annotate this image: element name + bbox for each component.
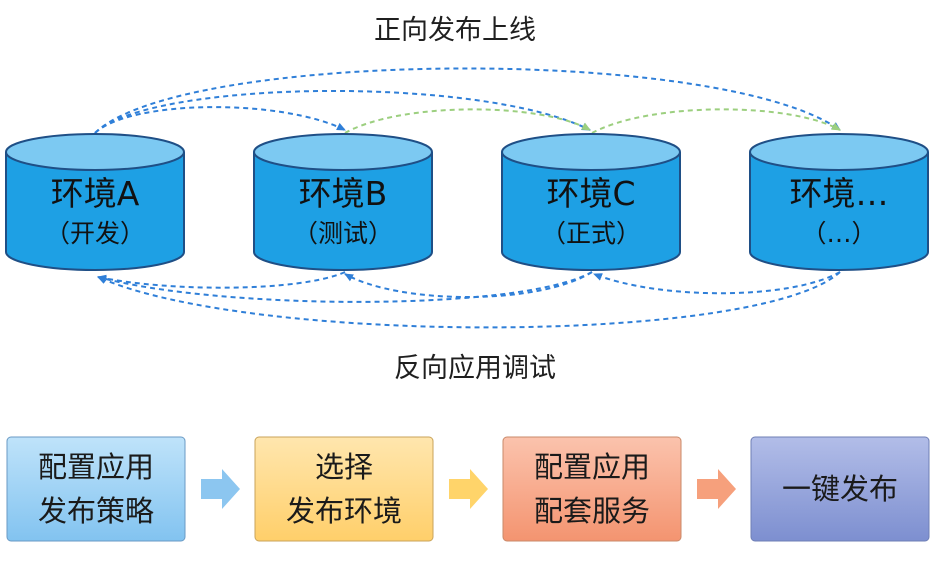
forward-arrow-a-to-b xyxy=(94,106,346,134)
step-configure-services: 配置应用 配套服务 xyxy=(503,437,681,541)
reverse-arrow-n-to-c xyxy=(593,271,841,295)
step-one-click-publish: 一键发布 xyxy=(751,437,929,541)
step-configure-strategy: 配置应用 发布策略 xyxy=(7,437,185,541)
forward-arrows xyxy=(94,67,841,134)
step-box-3 xyxy=(502,436,682,542)
reverse-arrows xyxy=(97,271,841,329)
step-4-line-1: 一键发布 xyxy=(781,472,898,506)
step-2-line-1: 选择 xyxy=(314,450,373,484)
cylinder-env-a xyxy=(5,133,185,271)
step-2-line-2: 发布环境 xyxy=(285,494,402,528)
block-arrow-1 xyxy=(201,469,240,509)
reverse-arrow-b-to-a xyxy=(97,271,346,289)
cylinder-env-more xyxy=(749,133,929,271)
step-box-2 xyxy=(254,436,434,542)
step-1-line-2: 发布策略 xyxy=(37,494,154,528)
step-3-line-1: 配置应用 xyxy=(533,450,650,484)
reverse-debug-label: 反向应用调试 xyxy=(394,353,556,384)
forward-arrow-a-to-n xyxy=(94,67,841,134)
step-1-line-1: 配置应用 xyxy=(37,450,154,484)
step-box-4 xyxy=(750,436,930,542)
block-arrow-2 xyxy=(449,469,488,509)
forward-publish-label: 正向发布上线 xyxy=(374,15,536,46)
forward-arrow-b-to-c xyxy=(344,108,591,134)
step-3-line-2: 配套服务 xyxy=(533,494,650,528)
cylinders xyxy=(5,133,929,271)
forward-arrow-a-to-c xyxy=(94,90,591,134)
reverse-arrow-c-to-b xyxy=(344,271,593,298)
step-box-1 xyxy=(6,436,186,542)
forward-arrow-c-to-n xyxy=(591,108,841,134)
step-select-environment: 选择 发布环境 xyxy=(255,437,433,541)
cylinder-env-b xyxy=(253,133,433,271)
block-arrow-3 xyxy=(697,469,736,509)
cylinder-env-c xyxy=(501,133,681,271)
reverse-arrow-n-to-a xyxy=(97,271,841,329)
